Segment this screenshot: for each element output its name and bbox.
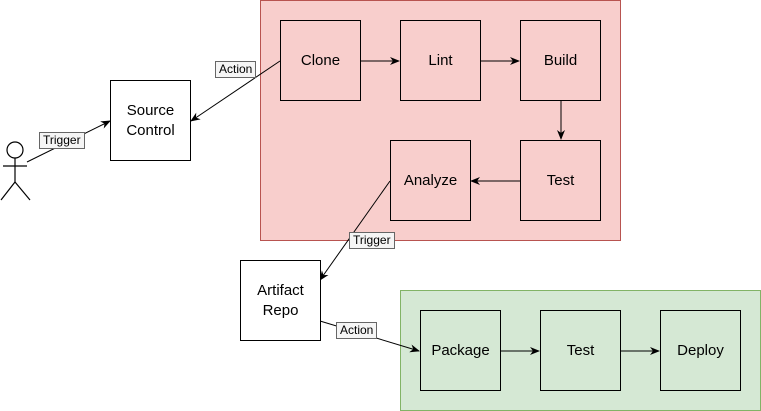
edge-label-analyze-trigger: Trigger [349,232,395,249]
node-deploy[interactable]: Deploy [660,310,741,391]
node-test-ci[interactable]: Test [520,140,601,221]
node-test-cd[interactable]: Test [540,310,621,391]
node-label: Clone [300,51,341,69]
edge-analyze-to-artifact-repo [319,180,391,281]
node-source-control[interactable]: Source Control [110,80,191,161]
node-label: Test [566,341,595,359]
node-label: Artifact Repo [257,281,304,319]
node-label: Test [546,171,575,189]
node-label: Deploy [677,341,724,359]
node-build[interactable]: Build [520,20,601,101]
node-label: Package [431,341,490,359]
node-clone[interactable]: Clone [280,20,361,101]
node-label: Source Control [126,101,175,139]
node-artifact-repo[interactable]: Artifact Repo [240,260,321,341]
edge-label-artifact-action: Action [336,322,378,339]
edge-clone-to-source-control [190,60,281,122]
node-label: Lint [428,51,453,69]
node-lint[interactable]: Lint [400,20,481,101]
edge-label-actor-trigger: Trigger [39,132,85,149]
node-label: Build [543,51,578,69]
edge-label-clone-action: Action [215,61,257,78]
node-analyze[interactable]: Analyze [390,140,471,221]
node-package[interactable]: Package [420,310,501,391]
node-label: Analyze [403,171,458,189]
stick-figure-user-icon [0,141,31,201]
